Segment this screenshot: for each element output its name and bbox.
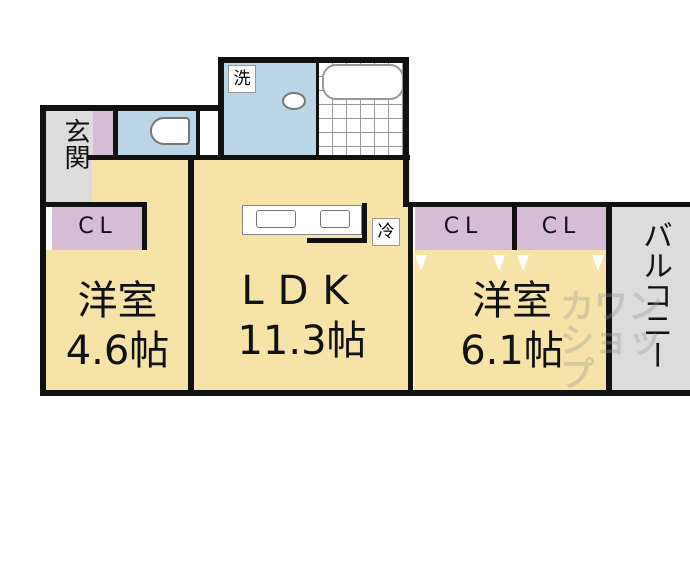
watermark-logo: カワンショップ [560,287,662,395]
western-room-2 [414,250,610,392]
western-room-2-size: 6.1帖 [460,328,564,374]
door-marker [493,255,505,271]
washbasin [282,92,306,110]
ldk-size: 11.3帖 [237,318,367,364]
western-room-2-name: 洋室 [472,278,552,324]
sink [256,210,296,228]
balcony [612,206,690,395]
closet-3 [517,206,606,250]
entrance-label: 玄関 [60,118,90,170]
wash-label: 洗 [228,65,256,93]
closet-2-label: CL [443,214,484,239]
western-room-1 [45,250,190,392]
fridge-label: 冷 [372,218,400,246]
bathtub [322,64,404,100]
western-room-1-size: 4.6帖 [65,328,170,374]
balcony-label: バルコニー [637,220,672,370]
entrance [45,110,93,205]
closet-3-label: CL [541,214,582,239]
western-room-1-name: 洋室 [77,278,158,324]
ldk [194,160,410,392]
door-marker [592,255,604,271]
closet-1 [52,206,144,250]
closet-1-label: CL [78,214,118,239]
door-marker [517,255,529,271]
closet-2 [415,206,512,250]
ldk-name: LDK [241,268,363,314]
door-marker [415,255,427,271]
shoe-closet [93,110,113,155]
toilet [150,117,190,145]
stove [320,210,350,228]
